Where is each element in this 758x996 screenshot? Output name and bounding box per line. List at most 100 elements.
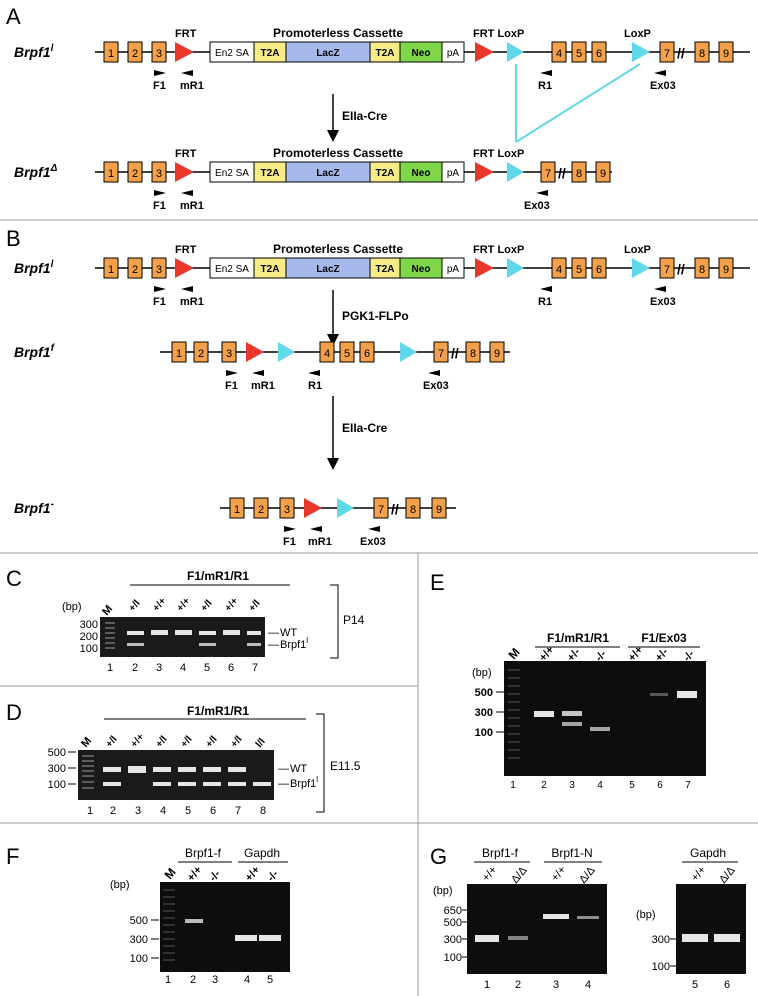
svg-text:LacZ: LacZ — [316, 264, 339, 275]
allele-row-b3: Brpf1- 1 2 3 7 // 8 9 F1 mR1 Ex03 — [14, 497, 456, 548]
svg-text:2: 2 — [132, 168, 138, 180]
svg-text:6: 6 — [596, 264, 602, 276]
svg-text:Neo: Neo — [412, 264, 431, 275]
svg-text:F1: F1 — [153, 296, 166, 308]
svg-text:100: 100 — [130, 953, 148, 965]
svg-text:Ex03: Ex03 — [650, 296, 676, 308]
svg-text:FRT: FRT — [175, 148, 197, 160]
svg-text:Gapdh: Gapdh — [244, 846, 280, 860]
svg-text:pA: pA — [447, 168, 460, 179]
svg-text:300: 300 — [475, 707, 493, 719]
svg-text:Brpf1f: Brpf1f — [14, 343, 56, 360]
svg-text:5: 5 — [576, 264, 582, 276]
svg-text://: // — [391, 501, 399, 517]
svg-text:-/-: -/- — [207, 868, 223, 884]
svg-text:8: 8 — [699, 48, 705, 60]
svg-text:4: 4 — [180, 662, 186, 674]
svg-text:9: 9 — [723, 264, 729, 276]
svg-text:5: 5 — [185, 805, 191, 817]
svg-text:pA: pA — [447, 264, 460, 275]
svg-text:T2A: T2A — [261, 264, 280, 275]
svg-text:100: 100 — [80, 643, 98, 655]
svg-text://: // — [677, 45, 685, 61]
svg-text:9: 9 — [436, 504, 442, 516]
svg-text:T2A: T2A — [261, 168, 280, 179]
svg-text:4: 4 — [597, 780, 603, 791]
svg-text:F1: F1 — [283, 536, 296, 548]
svg-text:+/l: +/l — [247, 598, 263, 614]
svg-text:3: 3 — [156, 168, 162, 180]
svg-text:3: 3 — [156, 48, 162, 60]
allele-label: Brpf1l — [14, 43, 54, 60]
svg-text:4: 4 — [585, 979, 591, 991]
svg-text:2: 2 — [258, 504, 264, 516]
svg-text:5: 5 — [344, 348, 350, 360]
svg-text:Neo: Neo — [412, 48, 431, 59]
svg-text:R1: R1 — [538, 80, 552, 92]
svg-text:3: 3 — [212, 974, 218, 986]
svg-text:T2A: T2A — [376, 168, 395, 179]
svg-text:mR1: mR1 — [251, 380, 275, 392]
svg-text:100: 100 — [475, 727, 493, 739]
svg-text:Ex03: Ex03 — [650, 80, 676, 92]
svg-text:500: 500 — [475, 687, 493, 699]
svg-text:+/l: +/l — [127, 598, 143, 614]
svg-text:LacZ: LacZ — [316, 48, 339, 59]
panel-letter-g: G — [430, 844, 447, 869]
panel-letter-d: D — [6, 700, 22, 725]
svg-text:Promoterless Cassette: Promoterless Cassette — [273, 242, 403, 256]
svg-text:En2 SA: En2 SA — [215, 48, 249, 59]
svg-text:—: — — [268, 639, 279, 651]
svg-text:Gapdh: Gapdh — [690, 846, 726, 860]
svg-text:M: M — [506, 645, 523, 662]
svg-text:2: 2 — [132, 662, 138, 674]
svg-text:T2A: T2A — [376, 264, 395, 275]
svg-text:M: M — [100, 603, 115, 618]
svg-text:7: 7 — [545, 168, 551, 180]
svg-text:9: 9 — [723, 48, 729, 60]
svg-text:8: 8 — [260, 805, 266, 817]
svg-text:1: 1 — [87, 805, 93, 817]
svg-text:9: 9 — [600, 168, 606, 180]
svg-text:8: 8 — [576, 168, 582, 180]
cross-eiia-cre-a: EIIa-Cre — [342, 109, 388, 123]
svg-text:5: 5 — [692, 979, 698, 991]
svg-text:(bp): (bp) — [472, 667, 492, 679]
svg-text:F1/mR1/R1: F1/mR1/R1 — [187, 569, 249, 583]
svg-text:En2 SA: En2 SA — [215, 168, 249, 179]
svg-text:FRT LoxP: FRT LoxP — [473, 244, 524, 256]
svg-text:(bp): (bp) — [62, 601, 82, 613]
svg-text:mR1: mR1 — [180, 80, 204, 92]
svg-text:500: 500 — [48, 747, 66, 759]
svg-text:+/l: +/l — [154, 734, 170, 750]
svg-text:Brpf1l: Brpf1l — [14, 259, 54, 276]
gel-g: Brpf1-f Brpf1-N Gapdh +/+ Δ/Δ +/+ Δ/Δ +/… — [433, 846, 746, 991]
svg-text:7: 7 — [235, 805, 241, 817]
svg-text:Brpf1l: Brpf1l — [280, 636, 308, 651]
svg-text:1: 1 — [176, 348, 182, 360]
svg-text:2: 2 — [110, 805, 116, 817]
svg-text:T2A: T2A — [376, 48, 395, 59]
svg-text:2: 2 — [132, 48, 138, 60]
svg-text:2: 2 — [198, 348, 204, 360]
svg-text:F1/Ex03: F1/Ex03 — [641, 631, 687, 645]
svg-text:M: M — [162, 865, 179, 882]
svg-text:+/+: +/+ — [223, 596, 241, 614]
svg-text:+/+: +/+ — [480, 864, 499, 884]
svg-text:+/+: +/+ — [151, 596, 169, 614]
svg-text:9: 9 — [494, 348, 500, 360]
panel-letter-f: F — [6, 844, 19, 869]
svg-text:300: 300 — [444, 934, 462, 946]
svg-text:8: 8 — [410, 504, 416, 516]
svg-text:5: 5 — [576, 48, 582, 60]
svg-text:LoxP: LoxP — [624, 244, 651, 256]
svg-text:mR1: mR1 — [180, 296, 204, 308]
svg-text:650: 650 — [444, 905, 462, 917]
svg-text:Δ/Δ: Δ/Δ — [509, 864, 530, 886]
svg-text:FRT: FRT — [175, 244, 197, 256]
svg-text:FRT: FRT — [175, 28, 197, 40]
svg-text:+/l: +/l — [204, 734, 220, 750]
svg-text:6: 6 — [657, 780, 663, 791]
allele-row-b2: Brpf1f 1 2 3 4 5 6 7 // 8 9 F1 mR1 R1 Ex… — [14, 341, 510, 392]
